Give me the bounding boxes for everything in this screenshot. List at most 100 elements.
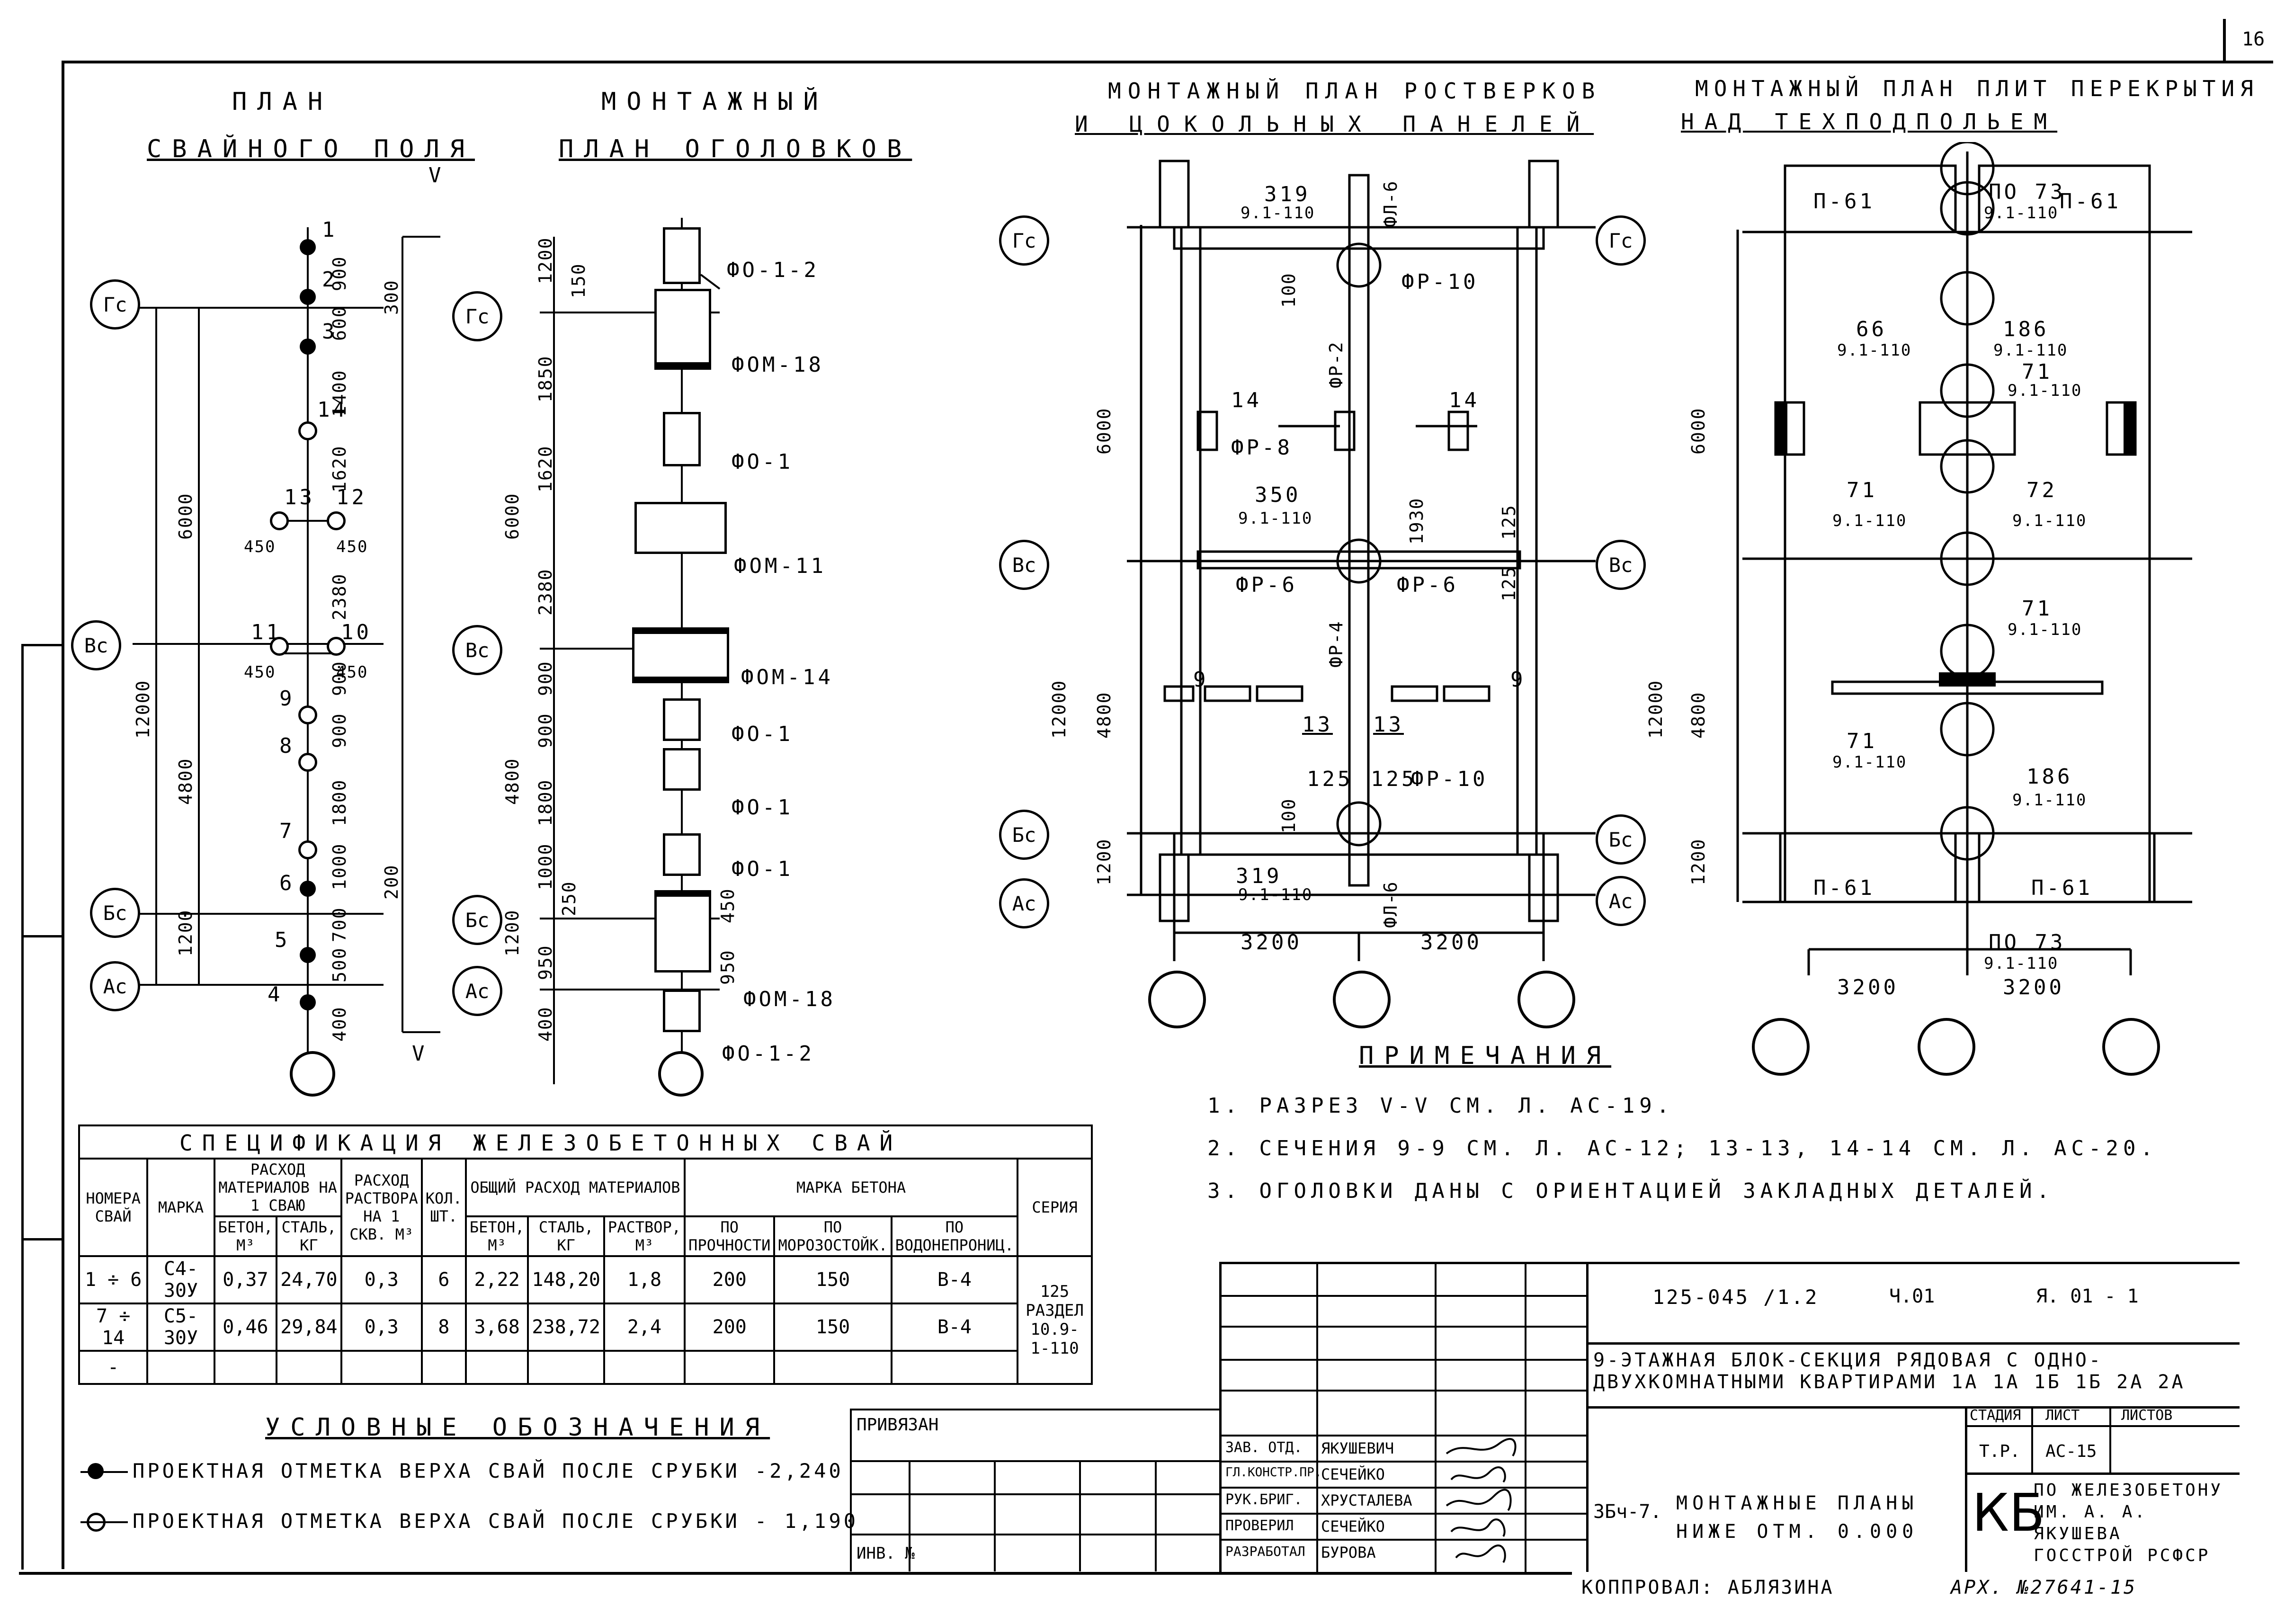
slab-p61-br: П-61 [2031,876,2093,900]
heads-plan-title-1: МОНТАЖНЫЙ [601,88,829,116]
heads-dim-1200-b: 1200 [502,909,523,956]
stamp-role-2: ГЛ.КОНСТР.ПР. [1225,1465,1322,1480]
pile-9 [298,705,317,724]
spec-sub-strength: ПО ПРОЧНОСТИ [684,1215,776,1257]
stamp-role-3: РУК.БРИГ. [1225,1491,1303,1508]
sheet-number: 16 [2242,28,2265,50]
slab-series-5: 9.1-110 [1832,511,1907,530]
gr-dim-1200: 1200 [1094,838,1115,885]
heads-dim-6000: 6000 [502,492,523,540]
table-row: - [78,1350,1092,1385]
axis-vs-slab: Вс [1596,540,1646,590]
stamp-stage: Т.Р. [1979,1442,2020,1461]
gr-9-right: 9 [1510,668,1526,692]
spec-cell [890,1350,1019,1385]
gr-14-left: 14 [1231,388,1262,412]
spec-h-qty: КОЛ. ШТ. [420,1158,467,1257]
notes-heading: ПРИМЕЧАНИЯ [1359,1042,1612,1070]
gr-9-left: 9 [1193,668,1209,692]
slab-71-c: 71 [2022,597,2053,621]
slab-series-8: 9.1-110 [1832,753,1907,772]
spec-cell: 200 [684,1255,776,1304]
head-mark-10: ФО-1-2 [722,1042,814,1066]
gr-319-top: 319 [1264,182,1311,206]
heads-dim-950-b: 950 [717,949,738,985]
spec-cell: - [78,1350,149,1385]
head-mark-7: ФО-1 [732,795,793,820]
gr-125-b: 125 [1499,566,1519,601]
spec-cell [146,1350,215,1385]
dim-700: 700 [329,907,350,942]
head-fo-1-d [663,833,701,876]
bottom-rule [19,1572,1572,1575]
slab-series-7: 9.1-110 [2008,620,2082,639]
pile-plan-drawing [133,227,440,1056]
dim-450-c: 450 [244,663,276,682]
heads-dim-1000: 1000 [535,843,556,890]
head-fom-18-top [654,289,711,370]
axis-gs-heads: Гс [452,291,502,341]
gr-series-mid: 9.1-110 [1238,509,1313,528]
heads-plan-title-2: ПЛАН ОГОЛОВКОВ [559,135,912,163]
axis-gs-slab: Гс [1596,215,1646,266]
note-1: 1. РАЗРЕЗ V-V СМ. Л. АС-19. [1207,1094,1674,1118]
heads-dim-2380: 2380 [535,568,556,616]
pile-no-13: 13 [284,485,315,509]
head-fo-1-a [663,412,701,466]
slab-71-a: 71 [2022,360,2053,384]
pile-3 [300,339,316,355]
spec-cell [603,1350,686,1385]
heads-dim-150: 150 [568,263,589,298]
dim-450-a: 450 [244,537,276,556]
stamp-part: Ч.01 [1889,1285,1935,1307]
gr-fr-4: ФР-4 [1326,620,1347,668]
slab-series-9: 9.1-110 [2012,791,2087,810]
head-fom-14 [632,627,729,683]
pile-1 [300,239,316,255]
copied-by: КОППРОВАЛ: АБЛЯЗИНА [1581,1577,1834,1598]
stamp-name-5: БУРОВА [1321,1544,1376,1562]
pile-12 [327,511,346,530]
slab-186-bottom: 186 [2026,765,2073,789]
stamp-role-4: ПРОВЕРИЛ [1225,1517,1294,1534]
pile-7 [298,840,317,859]
gr-125-d: 125 [1371,767,1417,791]
pile-5 [300,947,316,963]
spec-cell [420,1350,467,1385]
gr-fr-8: ФР-8 [1231,436,1293,460]
spec-cell: 1 ÷ 6 [78,1255,149,1304]
spec-cell: 29,84 [276,1303,342,1352]
spec-h-mortar: РАСХОД РАСТВОРА НА 1 СКВ. М³ [340,1158,423,1257]
head-fom-11 [634,502,727,554]
grillage-axis-2 [1333,971,1391,1028]
axis-bs-slab: Бс [1596,814,1646,865]
spec-cell: 200 [684,1303,776,1352]
spec-title-row: СПЕЦИФИКАЦИЯ ЖЕЛЕЗОБЕТОННЫХ СВАЙ [78,1124,1093,1160]
head-fom-18-bottom [654,890,711,973]
pile-no-4: 4 [268,982,283,1007]
gr-1930: 1930 [1406,497,1427,544]
stamp-role-1: ЗАВ. ОТД. [1225,1439,1303,1456]
spec-h-numbers: НОМЕРА СВАЙ [78,1158,149,1257]
gr-13-left: 13 [1302,713,1333,737]
pile-10 [327,637,346,656]
axis-vs-pile: Вс [71,620,121,670]
sheet-number-box [2223,19,2273,61]
sheet-frame [62,61,2273,1569]
spec-cell: 6 [420,1255,467,1304]
stamp-role-5: РАЗРАБОТАЛ [1225,1544,1305,1559]
stamp-name-2: СЕЧЕЙКО [1321,1465,1385,1483]
stamp-main-block: ЗАВ. ОТД. ЯКУШЕВИЧ ГЛ.КОНСТР.ПР. СЕЧЕЙКО… [1219,1262,2240,1572]
axis-bs-grillage: Бс [999,810,1049,860]
spec-sub-t-concrete: БЕТОН, М³ [464,1215,529,1257]
pile-14 [298,421,317,440]
head-mark-6: ФО-1 [732,722,793,746]
slab-71-d: 71 [1847,729,1877,753]
head-mark-1: ФО-1-2 [727,258,819,282]
spec-sub-water: ПО ВОДОНЕПРОНИЦ. [890,1215,1019,1257]
slab-series-4: 9.1-110 [2008,381,2082,400]
gr-fl-6-bottom: ФЛ-6 [1380,881,1401,928]
axis-as-grillage: Ас [999,878,1049,928]
gr-dim-3200-left: 3200 [1241,930,1302,955]
gr-14-right: 14 [1449,388,1480,412]
